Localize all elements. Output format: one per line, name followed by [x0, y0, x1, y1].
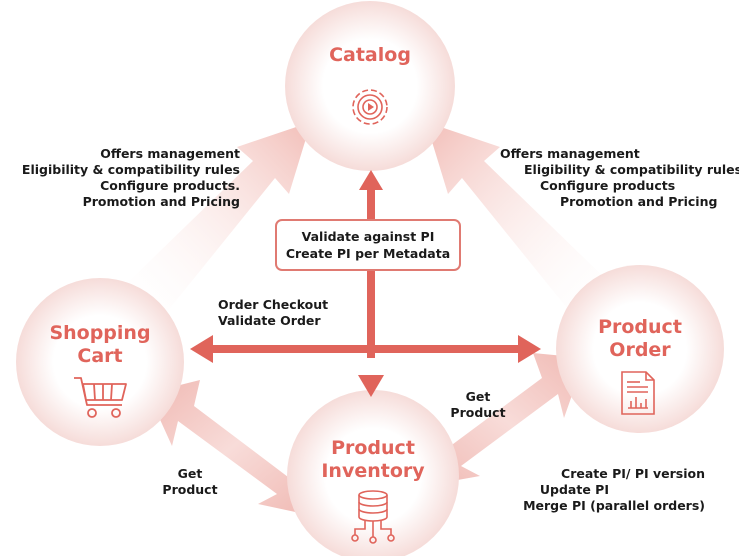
- product-inventory-node: [287, 390, 459, 556]
- document-chart-icon: [621, 371, 655, 415]
- arrow-cart-to-catalog: [123, 122, 311, 318]
- shopping-cart-icon: [74, 377, 127, 418]
- product-inventory-title: Product Inventory: [321, 437, 425, 482]
- arrow-order-to-catalog: [426, 122, 614, 318]
- product-order-node: [556, 265, 724, 433]
- cart-get-product-label: Get Product: [162, 466, 218, 497]
- cart-to-catalog-label: Offers management Eligibility & compatib…: [21, 146, 240, 209]
- shopping-cart-node: [16, 278, 184, 446]
- cart-to-order-label: Order Checkout Validate Order: [218, 297, 329, 328]
- validate-pi-box: Validate against PI Create PI per Metada…: [275, 219, 461, 271]
- gear-play-icon: [352, 89, 388, 125]
- catalog-node: [285, 1, 455, 171]
- cross-arrows: [190, 170, 541, 397]
- order-to-catalog-label: Offers management Eligibility & compatib…: [500, 146, 739, 209]
- order-get-product-label: Get Product: [450, 389, 506, 420]
- arrow-order-inventory: [424, 353, 585, 486]
- shopping-cart-title: Shopping Cart: [49, 322, 151, 367]
- catalog-title: Catalog: [329, 44, 411, 66]
- product-order-title: Product Order: [598, 316, 682, 361]
- arrow-cart-inventory: [148, 380, 314, 516]
- database-network-icon: [351, 490, 395, 544]
- inventory-to-order-label: Create PI/ PI version Update PI Merge PI…: [523, 466, 705, 513]
